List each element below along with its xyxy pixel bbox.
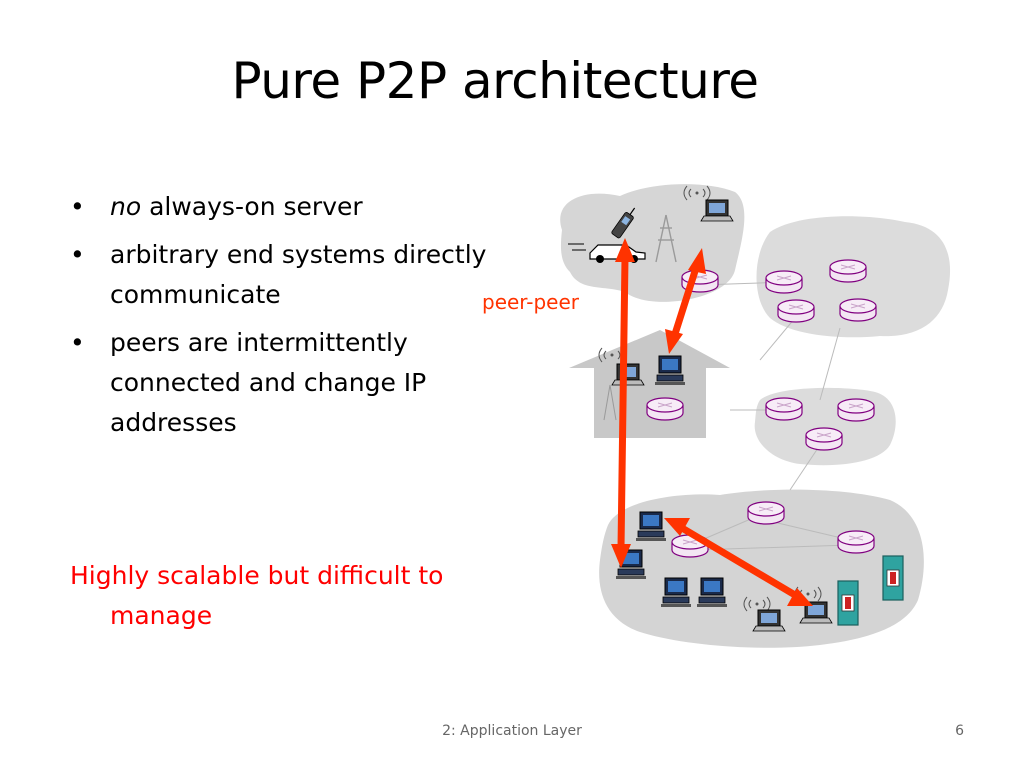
router-icon xyxy=(829,259,867,283)
laptop-icon xyxy=(700,199,734,222)
antenna-tower-icon xyxy=(603,384,617,421)
cell-phone-icon xyxy=(611,207,636,239)
bullet-text: peers are intermittently connected and c… xyxy=(110,328,427,437)
peer-peer-label: peer-peer xyxy=(482,290,579,314)
server-icon xyxy=(882,555,904,601)
server-icon xyxy=(837,580,859,626)
bullet-list: • no always-on server • arbitrary end sy… xyxy=(70,187,490,451)
bullet-emphasis: no xyxy=(110,192,142,221)
bullet-dot: • xyxy=(70,328,85,357)
laptop-icon xyxy=(611,363,645,386)
router-icon xyxy=(839,298,877,322)
router-icon xyxy=(646,397,684,421)
desktop-computer-icon xyxy=(635,511,667,542)
double-arrow-icon xyxy=(611,238,635,568)
footer-text: 2: Application Layer xyxy=(442,723,582,739)
router-icon xyxy=(777,299,815,323)
double-arrow-icon xyxy=(665,248,706,354)
double-arrow-icon xyxy=(664,518,813,606)
page-number: 6 xyxy=(955,723,964,739)
bullet-text: always-on server xyxy=(141,192,363,221)
bullet-item: • peers are intermittently connected and… xyxy=(70,323,490,443)
router-icon xyxy=(765,270,803,294)
laptop-icon xyxy=(752,609,786,632)
bullet-item: • no always-on server xyxy=(70,187,490,227)
desktop-computer-icon xyxy=(660,577,692,608)
bullet-dot: • xyxy=(70,192,85,221)
desktop-computer-icon xyxy=(654,355,686,386)
bullet-dot: • xyxy=(70,240,85,269)
antenna-tower-icon xyxy=(655,214,677,263)
router-icon xyxy=(837,398,875,422)
desktop-computer-icon xyxy=(696,577,728,608)
scalability-note: Highly scalable but difficult to manage xyxy=(70,561,444,630)
router-icon xyxy=(837,530,875,554)
router-icon xyxy=(765,397,803,421)
bullet-item: • arbitrary end systems directly communi… xyxy=(70,235,490,315)
bullet-text: arbitrary end systems directly communica… xyxy=(110,240,487,309)
house-icon xyxy=(569,330,730,438)
router-icon xyxy=(747,501,785,525)
slide-title: Pure P2P architecture xyxy=(231,52,759,110)
router-icon xyxy=(805,427,843,451)
